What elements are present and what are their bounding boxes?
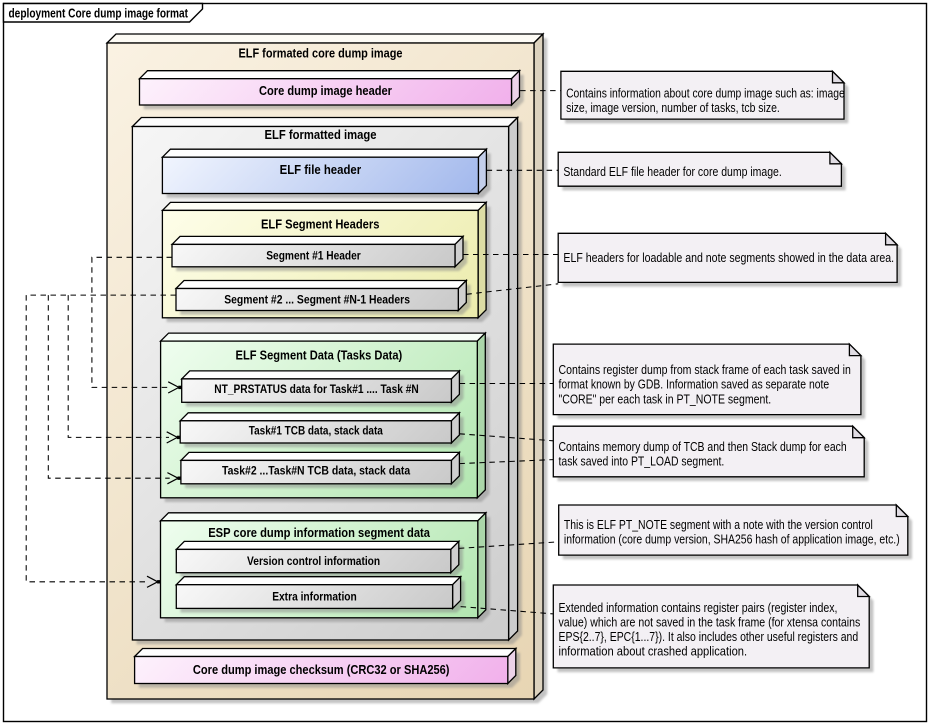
svg-text:EPS{2..7}, EPC{1...7}). It als: EPS{2..7}, EPC{1...7}). It also includes…: [559, 629, 859, 644]
svg-text:This is ELF PT_NOTE segment wi: This is ELF PT_NOTE segment with a note …: [564, 517, 873, 532]
svg-text:ELF Segment Data (Tasks Data): ELF Segment Data (Tasks Data): [236, 348, 403, 363]
svg-text:NT_PRSTATUS data for Task#1 ..: NT_PRSTATUS data for Task#1 .... Task #N: [214, 382, 419, 396]
svg-text:deployment Core dump image for: deployment Core dump image format: [9, 6, 189, 21]
svg-text:Contains memory dump of TCB an: Contains memory dump of TCB and then Sta…: [559, 439, 847, 454]
svg-text:ELF formatted image: ELF formatted image: [265, 127, 377, 142]
svg-text:Segment #1 Header: Segment #1 Header: [266, 249, 361, 263]
svg-text:Extended information contains: Extended information contains register p…: [559, 600, 838, 615]
svg-text:ELF formated core dump image: ELF formated core dump image: [239, 46, 403, 61]
svg-text:Core dump image checksum (CRC3: Core dump image checksum (CRC32 or SHA25…: [193, 662, 450, 677]
svg-text:Task#2 ...Task#N TCB data, st: Task#2 ...Task#N TCB data, stack data: [222, 464, 410, 478]
svg-text:format known by GDB. Informati: format known by GDB. Information saved a…: [559, 377, 830, 392]
svg-text:ELF Segment Headers: ELF Segment Headers: [261, 217, 380, 232]
svg-text:ESP core dump information segm: ESP core dump information segment data: [208, 525, 430, 540]
svg-text:information (core dump version: information (core dump version, SHA256 h…: [564, 532, 900, 547]
svg-text:"CORE" per each task in PT_NOT: "CORE" per each task in PT_NOTE segment.: [559, 391, 772, 406]
svg-text:Core dump image header: Core dump image header: [259, 83, 392, 98]
svg-text:Extra information: Extra information: [272, 589, 357, 603]
svg-text:information about crashed appl: information about crashed application.: [559, 643, 748, 658]
svg-text:task saved into PT_LOAD segmen: task saved into PT_LOAD segment.: [559, 454, 725, 469]
svg-text:ELF headers for loadable and n: ELF headers for loadable and note segmen…: [563, 250, 894, 265]
svg-text:ELF file header: ELF file header: [280, 162, 362, 177]
svg-text:value) which are not saved in: value) which are not saved in the task f…: [559, 614, 861, 629]
svg-text:Standard ELF file header for c: Standard ELF file header for core dump i…: [563, 164, 781, 179]
svg-text:Task#1 TCB data, stack data: Task#1 TCB data, stack data: [249, 424, 383, 438]
svg-text:size, image version, number of: size, image version, number of tasks, tc…: [566, 100, 780, 115]
svg-text:Contains information about cor: Contains information about core dump ima…: [566, 86, 845, 101]
svg-text:Contains register dump from st: Contains register dump from stack frame …: [559, 362, 851, 377]
svg-text:Segment #2 ... Segment #N-1 He: Segment #2 ... Segment #N-1 Headers: [224, 293, 410, 307]
svg-text:Version control information: Version control information: [247, 554, 380, 568]
